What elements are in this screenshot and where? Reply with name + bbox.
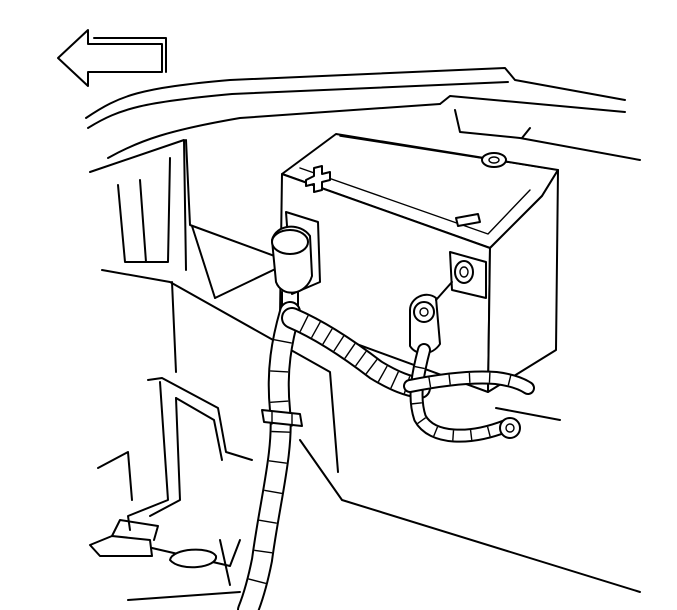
negative-terminal-minus-icon [455, 213, 481, 227]
positive-cable-rib [270, 400, 289, 403]
positive-branch-cable-rib [322, 328, 333, 345]
negative-cable-rib [469, 429, 473, 440]
positive-cable-rib [268, 460, 287, 464]
positive-cable-rib [273, 339, 292, 344]
negative-cable-rib [433, 426, 439, 437]
positive-branch-cable-rib [365, 359, 378, 375]
cable-harness [237, 301, 535, 610]
positive-cable-rib [271, 430, 290, 433]
negative-cable-rib [414, 365, 425, 370]
negative-branch-cable-rib [468, 372, 471, 383]
positive-cable-rib [258, 519, 277, 524]
positive-branch-cable-rib [310, 321, 321, 339]
negative-branch-cable-rib [507, 375, 512, 386]
cable-clip [261, 409, 303, 427]
positive-cable-rib [270, 370, 289, 373]
negative-terminal-clamp [409, 251, 487, 355]
positive-cable-rib [254, 549, 273, 554]
negative-cable [411, 345, 511, 441]
negative-cable-rib [486, 426, 491, 437]
positive-branch-cable-rib [344, 343, 356, 359]
negative-cable-rib [417, 417, 427, 425]
negative-branch-cable [405, 372, 533, 393]
positive-branch-cable-rib [354, 350, 367, 367]
compartment-wall [101, 139, 641, 593]
positive-branch-cable-rib [333, 335, 345, 352]
positive-terminal-clamp [271, 211, 321, 313]
positive-cable [239, 303, 299, 610]
positive-branch-cable-rib [299, 315, 309, 332]
negative-branch-cable-rib [428, 377, 432, 388]
positive-terminal-plus-icon [305, 165, 331, 193]
vent-cap-icon [481, 152, 507, 168]
negative-branch-cable-rib [448, 374, 451, 385]
positive-branch-cable-rib [390, 371, 399, 389]
battery-tray-bracket [89, 377, 253, 601]
positive-cable-rib [248, 578, 267, 585]
ground-bolt-icon [499, 417, 521, 439]
bracket-slot-icon [169, 548, 217, 569]
direction-arrow-icon [57, 29, 167, 87]
positive-cable-rib [264, 489, 283, 495]
negative-cable-rib [411, 402, 422, 405]
positive-branch-cable-rib [377, 365, 388, 383]
body-panel-upper [85, 67, 641, 271]
negative-cable-rib [452, 430, 455, 441]
